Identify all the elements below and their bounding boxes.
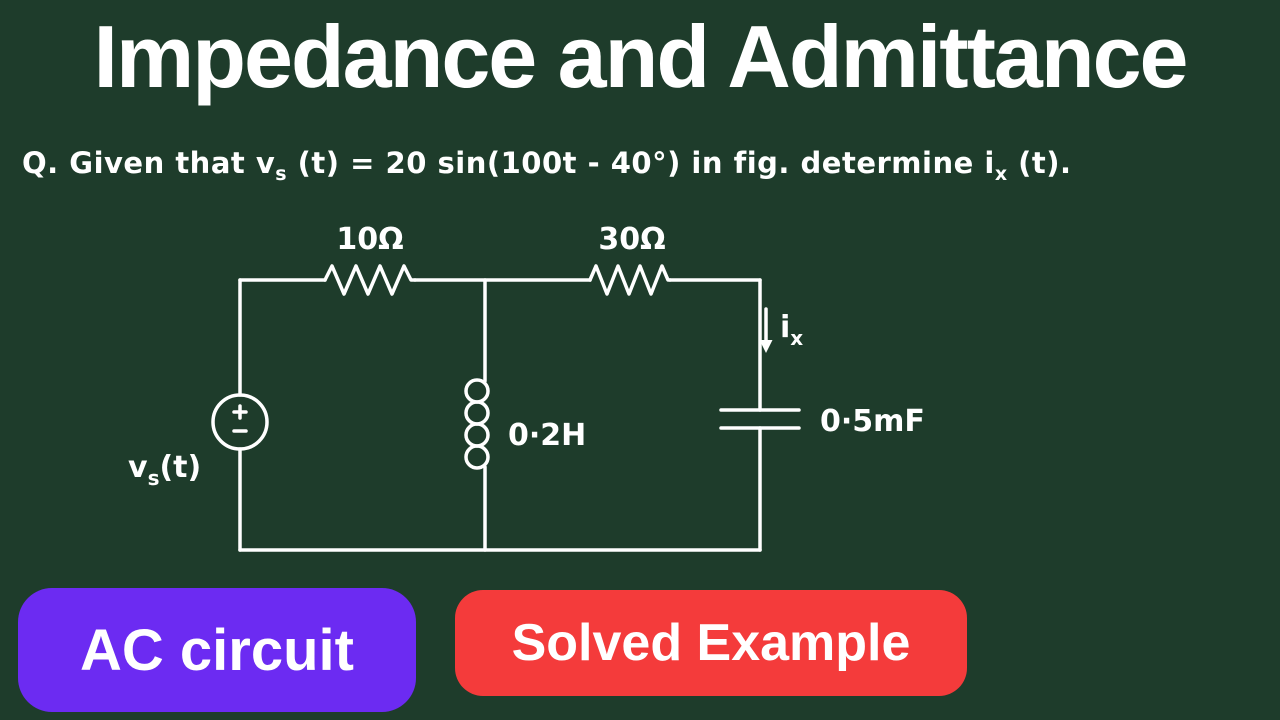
resistor-10ohm-symbol bbox=[323, 264, 417, 296]
label-inductor: 0·2H bbox=[508, 418, 586, 453]
capacitor-symbol bbox=[719, 408, 801, 430]
badge-solved-example: Solved Example bbox=[455, 590, 967, 696]
current-arrow-head bbox=[759, 340, 773, 353]
question-part: Q. Given that v bbox=[22, 146, 276, 180]
label-resistor-left: 10Ω bbox=[336, 222, 403, 257]
label-capacitor: 0·5mF bbox=[820, 404, 925, 439]
resistor-30ohm-symbol bbox=[588, 264, 672, 296]
inductor-coil-loop bbox=[464, 400, 490, 426]
page-title: Impedance and Admittance bbox=[93, 7, 1189, 106]
label-source: vs(t) bbox=[128, 450, 201, 490]
badge-ac-circuit: AC circuit bbox=[18, 588, 416, 712]
voltage-source-symbol bbox=[211, 393, 269, 451]
label-resistor-right: 30Ω bbox=[598, 222, 665, 257]
inductor-coil-loop bbox=[464, 422, 490, 448]
source-plus-icon bbox=[232, 404, 248, 420]
badge-ac-circuit-label: AC circuit bbox=[80, 617, 354, 683]
question-part: (t) = 20 sin(100t - 40°) in fig. determi… bbox=[287, 146, 995, 180]
question-text: Q. Given that vs (t) = 20 sin(100t - 40°… bbox=[22, 146, 1262, 185]
inductor-coil-loop bbox=[464, 444, 490, 470]
question-part: (t). bbox=[1007, 146, 1072, 180]
question-subscript: x bbox=[994, 162, 1008, 185]
badge-solved-example-label: Solved Example bbox=[511, 614, 911, 672]
inductor-coil-loop bbox=[464, 378, 490, 404]
question-subscript: s bbox=[275, 162, 288, 185]
circuit-diagram: 10Ω 30Ω 0·2H 0·5mF ix vs(t) bbox=[128, 222, 925, 552]
label-current: ix bbox=[780, 310, 803, 350]
